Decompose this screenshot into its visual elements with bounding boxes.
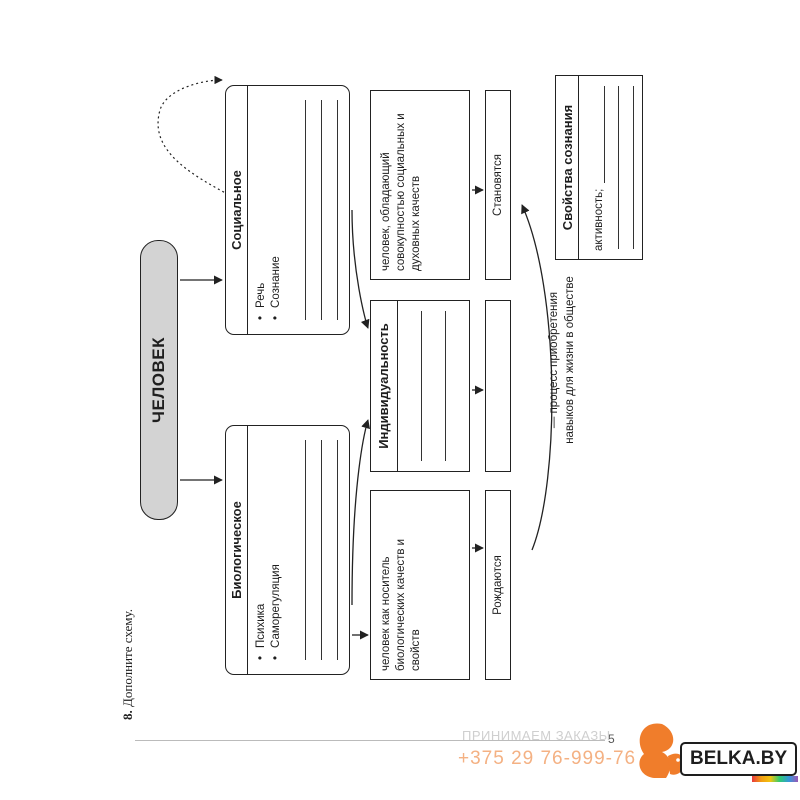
social-title-divider bbox=[247, 86, 248, 334]
biological-list: Психика Саморегуляция bbox=[254, 564, 284, 660]
consciousness-title-divider bbox=[578, 76, 579, 259]
consciousness-title: Свойства сознания bbox=[560, 104, 575, 231]
answer-line bbox=[305, 440, 306, 660]
biological-to-individuality-arrow bbox=[351, 419, 371, 606]
answer-line bbox=[445, 311, 446, 461]
watermark-text: ПРИНИМАЕМ ЗАКАЗЫ bbox=[462, 728, 611, 743]
page-marker: 5 bbox=[608, 732, 615, 746]
brand-name: BELKA.BY bbox=[690, 748, 788, 769]
diagram: ЧЕЛОВЕК Биологическое Психика Саморегуля… bbox=[120, 40, 680, 720]
answer-line bbox=[337, 100, 338, 320]
brand-logo: BELKA.BY bbox=[632, 716, 800, 786]
biological-title: Биологическое bbox=[229, 501, 244, 599]
answer-line bbox=[633, 86, 634, 249]
answer-line bbox=[305, 100, 306, 320]
process-caption-line1: — процесс приобретения bbox=[548, 291, 560, 429]
social-person-box: человек, обладающий совокупностью социал… bbox=[370, 90, 470, 280]
biological-box: Биологическое Психика Саморегуляция bbox=[225, 425, 350, 675]
biological-carrier-text: человек как носитель биологических качес… bbox=[380, 538, 422, 671]
answer-line bbox=[321, 100, 322, 320]
biological-item: Психика bbox=[254, 564, 269, 660]
footer-rule bbox=[135, 740, 605, 741]
social-title: Социальное bbox=[229, 170, 244, 250]
consciousness-first-item: активность; bbox=[593, 188, 605, 251]
social-item: Речь bbox=[254, 256, 269, 320]
become-label: Становятся bbox=[492, 154, 504, 216]
biological-carrier-box: человек как носитель биологических качес… bbox=[370, 490, 470, 680]
answer-line bbox=[421, 311, 422, 461]
center-node: ЧЕЛОВЕК bbox=[140, 240, 178, 520]
answer-line bbox=[604, 86, 605, 183]
watermark-phone: +375 29 76-999-76 bbox=[458, 748, 637, 769]
individuality-answer-box bbox=[485, 300, 511, 472]
individuality-box: Индивидуальность bbox=[370, 300, 470, 472]
answer-line bbox=[618, 86, 619, 249]
born-label: Рождаются bbox=[492, 555, 504, 615]
biological-item: Саморегуляция bbox=[269, 564, 284, 660]
process-caption-line2: навыков для жизни в обществе bbox=[564, 276, 576, 444]
social-person-text: человек, обладающий совокупностью социал… bbox=[380, 113, 422, 271]
social-to-individuality-arrow bbox=[351, 209, 370, 329]
social-item: Сознание bbox=[269, 256, 284, 320]
rainbow-stripe bbox=[752, 776, 798, 782]
become-box: Становятся bbox=[485, 90, 511, 280]
social-box: Социальное Речь Сознание bbox=[225, 85, 350, 335]
answer-line bbox=[321, 440, 322, 660]
biological-title-divider bbox=[247, 426, 248, 674]
individuality-title-divider bbox=[397, 301, 398, 471]
answer-line bbox=[337, 440, 338, 660]
social-list: Речь Сознание bbox=[254, 256, 284, 320]
individuality-title: Индивидуальность bbox=[376, 323, 391, 449]
center-node-label: ЧЕЛОВЕК bbox=[149, 337, 168, 423]
process-curve-arrow bbox=[521, 204, 553, 551]
consciousness-box: Свойства сознания активность; bbox=[555, 75, 643, 260]
brand-name-box: BELKA.BY bbox=[680, 742, 798, 776]
born-box: Рождаются bbox=[485, 490, 511, 680]
